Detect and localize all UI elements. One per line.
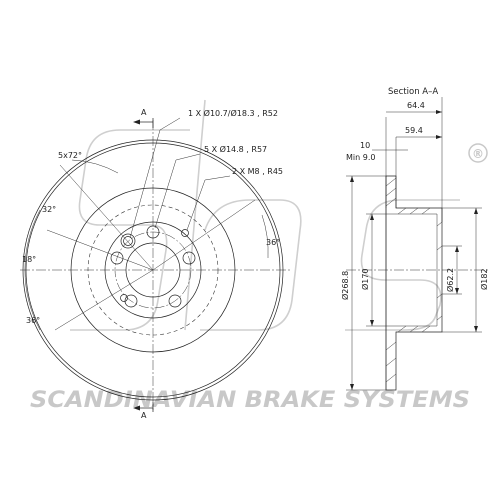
section-marker-top: A (133, 108, 154, 128)
leader-threaded-hole (186, 175, 231, 231)
angle-bolt-pattern: 5x72° (58, 151, 82, 160)
disc-outer-edge (22, 139, 284, 401)
bolt-hole (110, 251, 124, 265)
bolt-pitch-circle (114, 231, 192, 309)
angle-36-left: 36° (26, 316, 40, 325)
dim-hat-outer: Ø182 (479, 268, 489, 290)
registered-mark: ® (468, 143, 488, 163)
disc-section-profile (385, 175, 443, 391)
disc-front-view: A A 1 X Ø10.7/Ø18.3 , R52 5 X Ø14.8 , R5… (20, 108, 290, 420)
angle-dimensions (24, 159, 269, 331)
angle-arc-left (24, 209, 41, 331)
disc-outer-chamfer (25, 142, 281, 398)
centering-hole (123, 236, 133, 246)
top-dimensions: 64.4 59.4 10 Min 9.0 (346, 97, 443, 222)
hat-inner-hidden-circle (87, 204, 219, 336)
section-label-bottom: A (141, 411, 147, 420)
vertical-dimensions (346, 175, 490, 391)
callout-centering-hole: 1 X Ø10.7/Ø18.3 , R52 (188, 108, 278, 118)
angle-arc-upper (71, 159, 119, 174)
leader-centering-hole (129, 117, 181, 239)
hat-diameter-circle (70, 187, 236, 353)
callout-leaders (129, 117, 231, 239)
dim-min-thickness: Min 9.0 (346, 153, 375, 162)
section-hatching (385, 177, 443, 383)
dim-hat-diameter: Ø170 (360, 268, 370, 290)
angle-ray (59, 164, 154, 271)
bolt-hole (168, 294, 182, 308)
angle-18: 18° (22, 255, 36, 264)
angle-32: 32° (42, 205, 56, 214)
small-holes (120, 229, 189, 302)
angle-ray (54, 269, 154, 331)
dim-center-bore: Ø62.2 (445, 268, 455, 292)
section-label-top: A (141, 108, 147, 117)
center-bore (125, 242, 181, 298)
threaded-hole (181, 229, 189, 237)
dim-outer-diameter: Ø268.8 (340, 271, 350, 300)
angle-arc-right (261, 214, 269, 259)
angle-ray (46, 229, 154, 271)
angle-36-right: 36° (266, 238, 280, 247)
dim-thickness: 10 (360, 141, 370, 150)
leader-bolt-hole (154, 153, 201, 229)
section-title: Section A–A (388, 87, 438, 97)
callout-bolt-holes: 5 X Ø14.8 , R57 (204, 144, 267, 154)
dim-overall-height: 64.4 (407, 101, 425, 110)
dim-inner-height: 59.4 (405, 126, 423, 135)
threaded-hole (120, 294, 128, 302)
bolt-hole (146, 225, 160, 239)
company-watermark: SCANDINAVIAN BRAKE SYSTEMS (30, 388, 470, 413)
bolt-holes (110, 225, 196, 308)
bolt-hole (124, 294, 138, 308)
section-marker-bottom: A (133, 402, 154, 420)
bolt-hole (182, 251, 196, 265)
hub-circle (104, 221, 202, 319)
sbs-watermark: ® SCANDINAVIAN BRAKE SYSTEMS (30, 99, 488, 413)
centering-hole-counterbore (120, 233, 136, 249)
angle-ray (152, 199, 256, 271)
callout-threaded-holes: 2 X M8 , R45 (232, 167, 283, 176)
section-view: Section A–A 64.4 59.4 10 Min 9.0 (340, 87, 490, 391)
registered-symbol: ® (472, 147, 484, 161)
